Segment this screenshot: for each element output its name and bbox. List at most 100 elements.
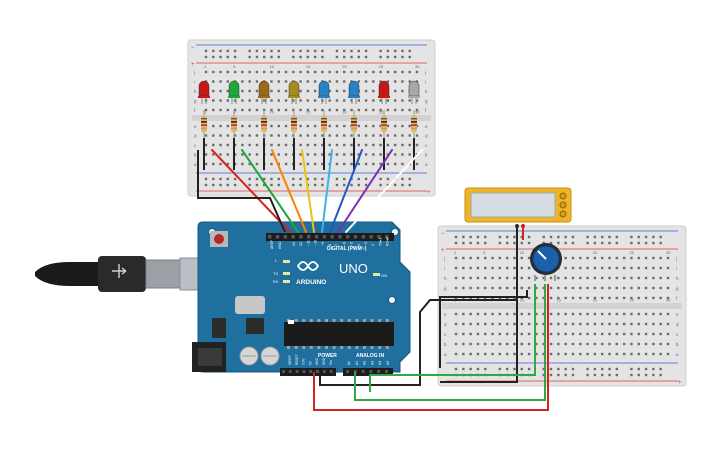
bb-top-hole[interactable]: [212, 143, 215, 147]
bb-right-hole[interactable]: [542, 296, 545, 300]
digital-pin[interactable]: [291, 235, 295, 239]
bb-top-hole[interactable]: [299, 89, 302, 93]
bb-top-hole[interactable]: [292, 183, 295, 187]
bb-top-hole[interactable]: [255, 162, 259, 166]
bb-right-hole[interactable]: [505, 312, 509, 316]
bb-right-hole[interactable]: [557, 342, 560, 346]
bb-top-hole[interactable]: [212, 153, 215, 156]
bb-top-hole[interactable]: [284, 108, 288, 112]
bb-top-hole[interactable]: [335, 49, 339, 53]
bb-right-hole[interactable]: [666, 312, 670, 316]
bb-top-hole[interactable]: [364, 70, 368, 74]
bb-right-hole[interactable]: [476, 342, 480, 346]
bb-top-hole[interactable]: [401, 49, 404, 53]
led[interactable]: [378, 80, 390, 97]
bb-right-hole[interactable]: [659, 241, 662, 245]
bb-right-hole[interactable]: [462, 276, 465, 280]
bb-top-hole[interactable]: [364, 134, 368, 137]
bb-top-hole[interactable]: [401, 143, 404, 147]
bb-right-hole[interactable]: [644, 332, 648, 336]
bb-right-hole[interactable]: [593, 256, 597, 260]
bb-top-hole[interactable]: [415, 99, 419, 102]
bb-top-hole[interactable]: [306, 89, 310, 93]
bb-right-hole[interactable]: [462, 235, 465, 239]
wire-analog-a0[interactable]: [354, 284, 546, 401]
bb-top-hole[interactable]: [292, 134, 295, 137]
bb-right-hole[interactable]: [462, 241, 465, 245]
bb-right-hole[interactable]: [652, 276, 655, 280]
bb-right-hole[interactable]: [520, 286, 523, 290]
bb-right-hole[interactable]: [564, 352, 567, 356]
bb-top-hole[interactable]: [386, 49, 390, 53]
bb-top-hole[interactable]: [306, 108, 310, 112]
bb-right-hole[interactable]: [586, 286, 589, 290]
breadboard-top[interactable]: jjiihhggffeeddccbbaa11551010151520202525…: [187, 39, 436, 197]
bb-right-hole[interactable]: [535, 352, 538, 356]
bb-top-hole[interactable]: [328, 153, 331, 156]
bb-right-hole[interactable]: [630, 276, 633, 280]
bb-top-hole[interactable]: [212, 99, 215, 102]
bb-top-hole[interactable]: [255, 99, 259, 102]
bb-right-hole[interactable]: [644, 312, 648, 316]
bb-top-hole[interactable]: [233, 162, 237, 166]
bb-right-hole[interactable]: [666, 286, 670, 290]
bb-top-hole[interactable]: [401, 99, 404, 102]
bb-top-hole[interactable]: [233, 153, 237, 156]
bb-top-hole[interactable]: [313, 55, 317, 59]
bb-top-hole[interactable]: [357, 55, 360, 59]
bb-top-hole[interactable]: [321, 162, 324, 166]
bb-top-hole[interactable]: [219, 80, 222, 83]
bb-right-hole[interactable]: [520, 312, 523, 316]
digital-pin[interactable]: [268, 235, 272, 239]
bb-right-hole[interactable]: [652, 235, 655, 239]
bb-right-hole[interactable]: [505, 276, 509, 280]
wire-led-signal[interactable]: [301, 149, 315, 233]
bb-right-hole[interactable]: [535, 342, 538, 346]
led[interactable]: [408, 80, 420, 97]
bb-top-hole[interactable]: [219, 55, 222, 59]
bb-top-hole[interactable]: [255, 89, 259, 93]
bb-right-hole[interactable]: [644, 241, 648, 245]
bb-right-hole[interactable]: [542, 312, 545, 316]
bb-right-hole[interactable]: [622, 312, 626, 316]
bb-top-hole[interactable]: [299, 70, 302, 74]
bb-top-hole[interactable]: [277, 70, 280, 74]
bb-top-hole[interactable]: [343, 99, 346, 102]
bb-top-hole[interactable]: [277, 177, 280, 181]
bb-right-hole[interactable]: [454, 286, 458, 290]
bb-top-hole[interactable]: [343, 183, 346, 187]
bb-top-hole[interactable]: [204, 143, 208, 147]
bb-right-hole[interactable]: [652, 373, 655, 377]
bb-right-hole[interactable]: [652, 352, 655, 356]
bb-right-hole[interactable]: [564, 286, 567, 290]
bb-top-hole[interactable]: [408, 143, 411, 147]
bb-top-hole[interactable]: [226, 108, 230, 112]
bb-top-hole[interactable]: [401, 80, 404, 83]
bb-top-hole[interactable]: [335, 108, 339, 112]
bb-top-hole[interactable]: [248, 99, 251, 102]
bb-right-hole[interactable]: [586, 256, 589, 260]
bb-right-hole[interactable]: [542, 241, 545, 245]
bb-right-hole[interactable]: [462, 286, 465, 290]
bb-right-hole[interactable]: [557, 352, 560, 356]
bb-top-hole[interactable]: [357, 153, 360, 156]
bb-right-hole[interactable]: [615, 296, 619, 300]
bb-right-hole[interactable]: [630, 342, 633, 346]
led[interactable]: [288, 80, 300, 97]
bb-top-hole[interactable]: [241, 89, 244, 93]
bb-top-hole[interactable]: [292, 55, 295, 59]
bb-top-hole[interactable]: [335, 177, 339, 181]
bb-right-hole[interactable]: [659, 332, 662, 336]
bb-top-hole[interactable]: [284, 99, 288, 102]
digital-pin[interactable]: [377, 235, 381, 239]
bb-top-hole[interactable]: [350, 134, 353, 137]
bb-right-hole[interactable]: [579, 322, 582, 326]
bb-right-hole[interactable]: [542, 373, 545, 377]
bb-top-hole[interactable]: [321, 49, 324, 53]
bb-right-hole[interactable]: [630, 296, 633, 300]
bb-right-hole[interactable]: [462, 352, 465, 356]
bb-top-hole[interactable]: [350, 55, 353, 59]
bb-top-hole[interactable]: [226, 89, 230, 93]
bb-right-hole[interactable]: [615, 367, 619, 371]
bb-top-hole[interactable]: [270, 89, 273, 93]
